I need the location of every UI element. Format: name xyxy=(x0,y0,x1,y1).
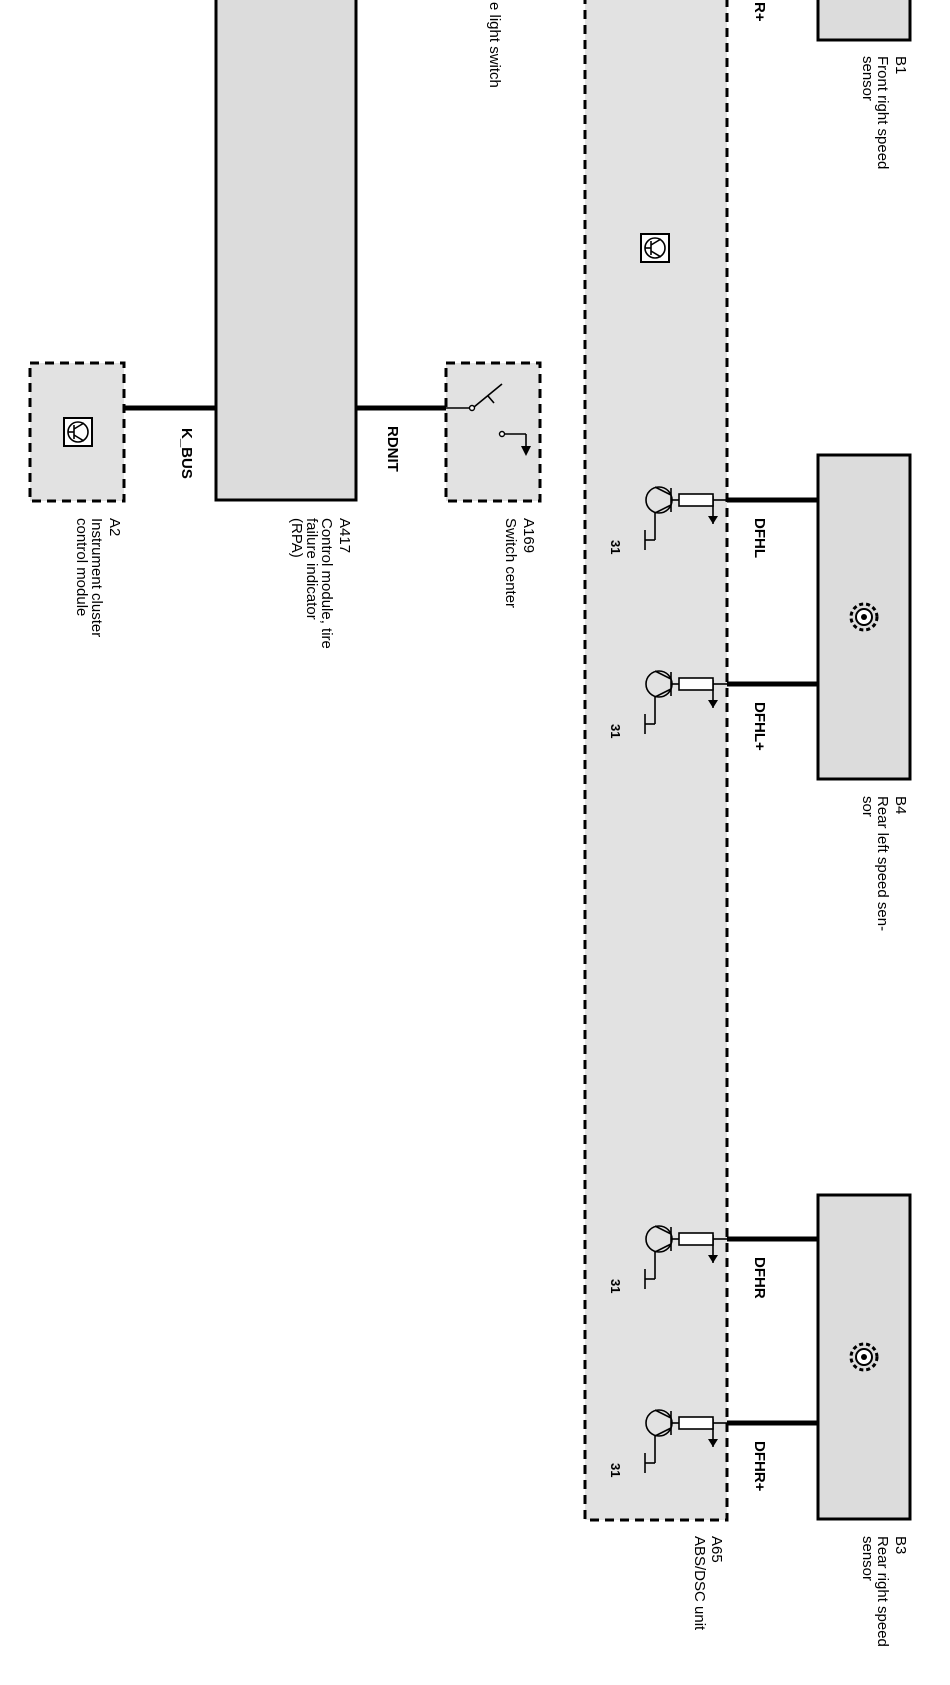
a417-name2-label: failure indicator xyxy=(303,518,320,620)
signal-dfhr-label: DFHR xyxy=(751,1257,768,1299)
a417-id-label: A417 xyxy=(336,518,353,553)
a169-id-label: A169 xyxy=(520,518,537,553)
signal-k-bus-label: K_BUS xyxy=(178,428,195,479)
a2-transistor-icon xyxy=(63,417,93,447)
a65-id-label: A65 xyxy=(708,1536,725,1563)
b3-name-label: Rear right speed xyxy=(874,1536,891,1647)
a169-switch-center-box xyxy=(444,361,542,503)
a65-transistor-icon xyxy=(640,233,670,263)
b1-name-label: Front right speed xyxy=(874,56,891,169)
b4-name-label: Rear left speed sen- xyxy=(874,796,891,931)
b4-name2-label: sor xyxy=(859,796,876,817)
b3-id-label: B3 xyxy=(892,1536,909,1554)
b1-front-right-sensor-box xyxy=(816,0,912,42)
a2-name-label: Instrument cluster xyxy=(88,518,105,637)
b4-id-label: B4 xyxy=(892,796,909,814)
switch-symbol xyxy=(446,383,531,456)
a2-id-label: A2 xyxy=(106,518,123,536)
ground-pin-label: 31 xyxy=(608,540,623,554)
a65-name-label: ABS/DSC unit xyxy=(691,1536,708,1631)
ground-pin-label: 31 xyxy=(608,1463,623,1477)
a417-name3-label: (RPA) xyxy=(288,518,305,558)
b1-id-label: B1 xyxy=(892,56,909,74)
a2-name2-label: control module xyxy=(73,518,90,616)
signal-dfhr-plus-label: DFHR+ xyxy=(751,1441,768,1492)
b3-name2-label: sensor xyxy=(859,1536,876,1581)
a169-name-label: Switch center xyxy=(502,518,519,608)
signal-rdnit-label: RDNIT xyxy=(384,426,401,472)
signal-dfhl-plus-label: DFHL+ xyxy=(751,702,768,751)
a417-name-label: Control module, tire xyxy=(318,518,335,649)
a417-rpa-module-box xyxy=(214,0,358,502)
signal-dfhl-label: DFHL xyxy=(751,518,768,558)
light-switch-partial-label: e light switch xyxy=(486,2,503,88)
a65-abs-dsc-box xyxy=(583,0,729,1522)
ground-pin-label: 31 xyxy=(608,1279,623,1293)
ground-pin-label: 31 xyxy=(608,724,623,738)
signal-r-plus-label: R+ xyxy=(751,2,768,22)
b1-name2-label: sensor xyxy=(859,56,876,101)
